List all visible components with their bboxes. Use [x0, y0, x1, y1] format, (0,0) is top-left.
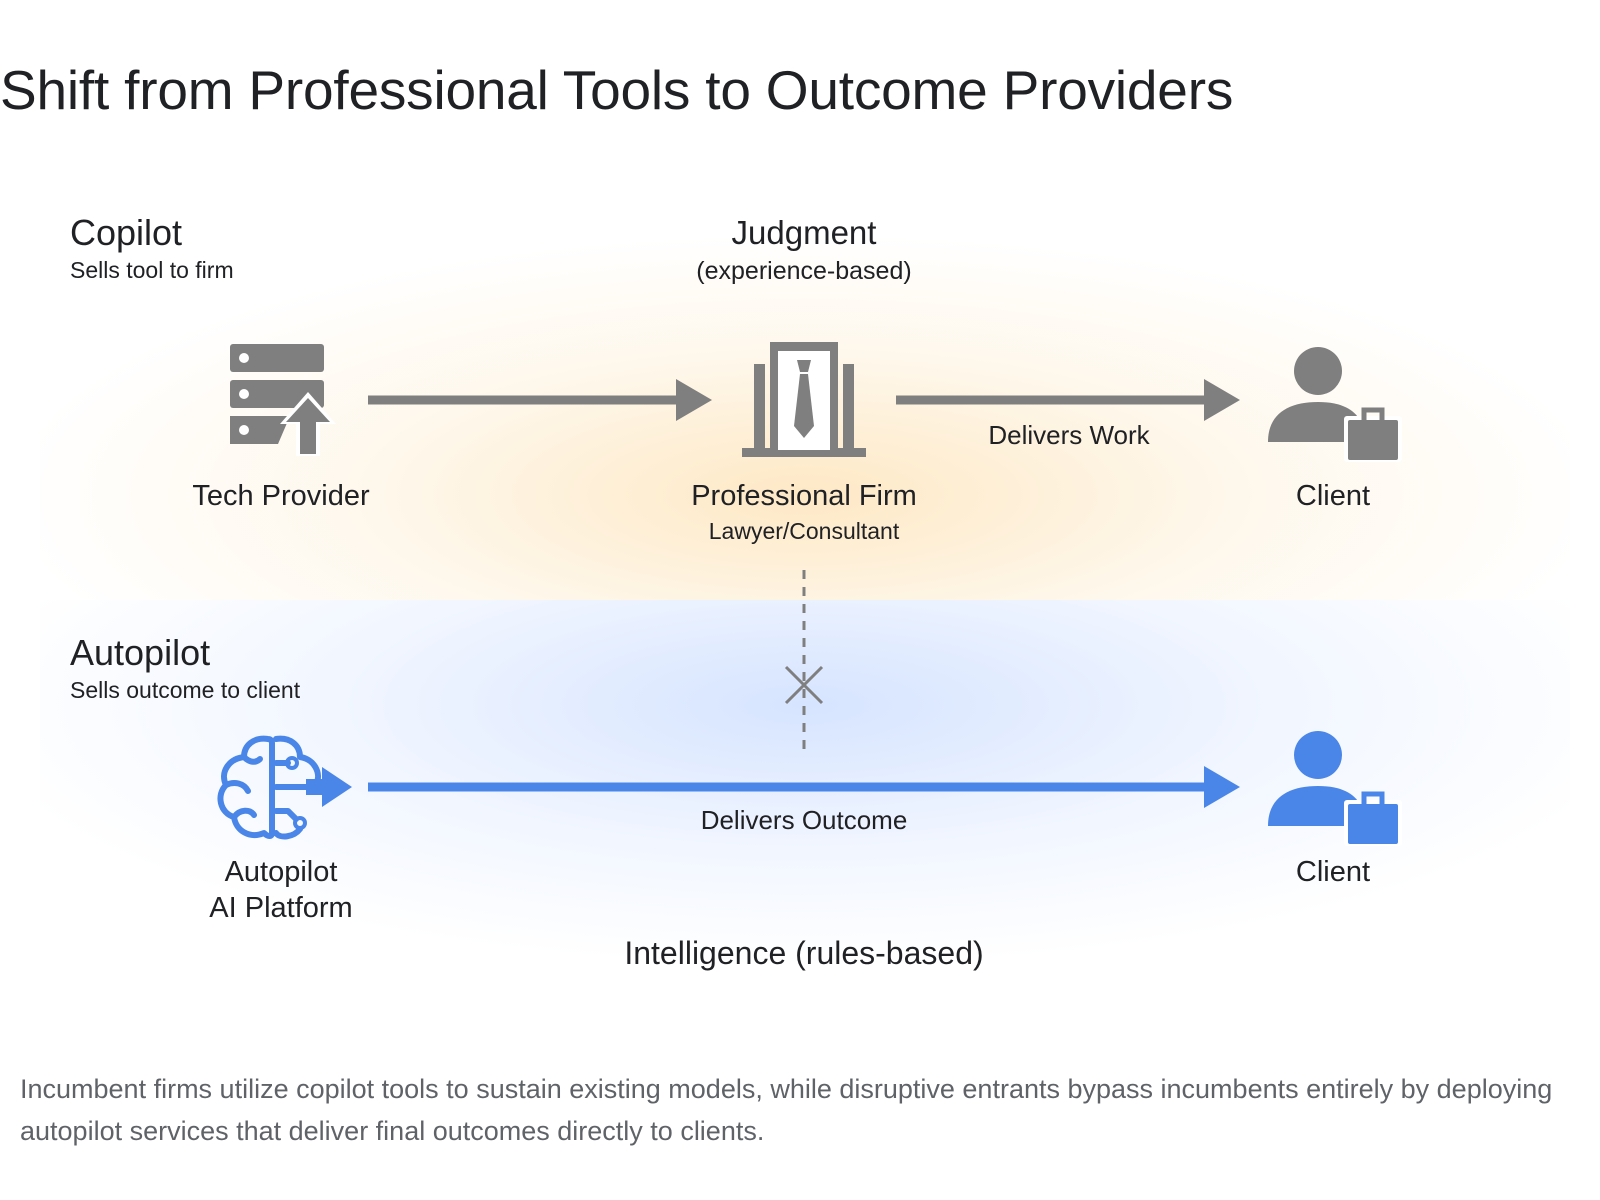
platform-label-line2: AI Platform — [209, 892, 353, 924]
copilot-heading: Copilot — [70, 212, 183, 253]
tech-provider-label: Tech Provider — [192, 480, 370, 512]
platform-label-line1: Autopilot — [224, 856, 338, 888]
arrow-platform-to-client — [368, 766, 1240, 808]
page-title: Shift from Professional Tools to Outcome… — [0, 59, 1234, 121]
judgment-subtitle: (experience-based) — [696, 257, 912, 285]
delivers-work-label: Delivers Work — [988, 420, 1150, 450]
client-label-copilot: Client — [1295, 480, 1371, 512]
x-mark-icon — [784, 665, 824, 705]
diagram: Copilot Sells tool to firm Judgment (exp… — [0, 150, 1600, 1030]
autopilot-subheading: Sells outcome to client — [70, 677, 301, 703]
autopilot-heading: Autopilot — [70, 632, 211, 673]
arrow-firm-to-client — [896, 379, 1240, 421]
judgment-title: Judgment — [731, 214, 877, 251]
client-briefcase-icon — [1268, 347, 1402, 462]
professional-firm-sublabel: Lawyer/Consultant — [708, 518, 900, 544]
caption: Incumbent firms utilize copilot tools to… — [20, 1074, 1553, 1146]
client-label-autopilot: Client — [1295, 856, 1371, 888]
office-building-tie-icon — [742, 342, 866, 457]
server-upload-icon — [230, 344, 336, 456]
professional-firm-label: Professional Firm — [691, 480, 917, 512]
connectors — [368, 379, 1240, 808]
arrow-tech-to-firm — [368, 379, 712, 421]
copilot-subheading: Sells tool to firm — [70, 257, 234, 283]
delivers-outcome-label: Delivers Outcome — [700, 805, 908, 835]
intelligence-label: Intelligence (rules-based) — [624, 935, 984, 971]
client-briefcase-icon — [1268, 731, 1402, 846]
ai-brain-icon — [217, 735, 352, 840]
